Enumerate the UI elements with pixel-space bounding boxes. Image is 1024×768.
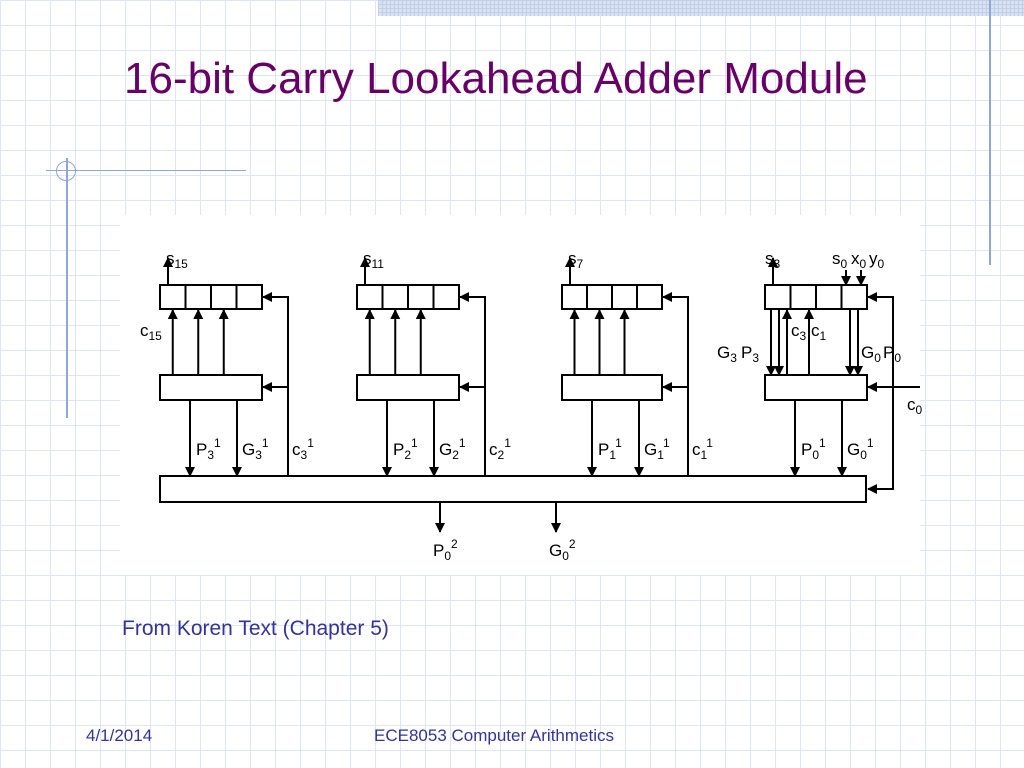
x0-label: x0 [851, 249, 867, 271]
lookahead-block-1 [356, 374, 460, 401]
right-decor-line [989, 0, 991, 265]
c0-to-second-level [867, 387, 894, 494]
g-label-2: G11 [644, 436, 670, 462]
g0-label: G0 [861, 343, 881, 365]
c-label-0: c31 [292, 436, 314, 462]
p-label-0: P31 [196, 436, 221, 462]
s0-label: s0 [832, 249, 848, 271]
decor-circle [56, 161, 76, 181]
g02-label: G02 [549, 537, 576, 563]
sum-out-label-0: s15 [166, 249, 188, 271]
source-caption: From Koren Text (Chapter 5) [122, 617, 389, 640]
y0-label: y0 [869, 249, 885, 271]
lookahead-block-0 [159, 374, 263, 401]
left-decor-line [66, 158, 68, 418]
p0-label: P0 [883, 343, 901, 365]
lookahead-block-3 [764, 374, 868, 401]
c0-label: c0 [907, 395, 923, 417]
slide-title: 16-bit Carry Lookahead Adder Module [124, 54, 868, 103]
footer-course: ECE8053 Computer Arithmetics [374, 726, 614, 745]
p-label-1: P21 [393, 436, 418, 462]
c1-label: c1 [811, 321, 827, 343]
g-label-3: G01 [847, 436, 874, 462]
carry-in-cells-2 [662, 292, 689, 476]
horizontal-decor-line [46, 170, 246, 171]
carry-label-0: c15 [140, 321, 162, 343]
sum-out-label-2: s7 [568, 249, 584, 271]
c-label-1: c21 [489, 436, 511, 462]
p3-label: P3 [741, 343, 759, 365]
c0-to-cells [867, 292, 894, 387]
g-label-1: G21 [439, 436, 466, 462]
sum-out-label-3: s3 [765, 249, 781, 271]
p02-label: P02 [433, 537, 458, 563]
sum-out-label-1: s11 [363, 249, 384, 271]
p-label-2: P11 [598, 436, 622, 462]
p-label-3: P01 [801, 436, 826, 462]
c-label-2: c11 [692, 436, 713, 462]
top-decor-band [378, 0, 1024, 16]
carry-in-cells-0 [262, 292, 289, 476]
lookahead-block-2 [561, 374, 663, 401]
g3-label: G3 [717, 343, 737, 365]
c3-label: c3 [791, 321, 807, 343]
footer-date: 4/1/2014 [86, 726, 153, 745]
carry-in-cells-1 [459, 292, 486, 476]
g-label-0: G31 [242, 436, 269, 462]
second-level-lookahead-block [159, 475, 867, 503]
